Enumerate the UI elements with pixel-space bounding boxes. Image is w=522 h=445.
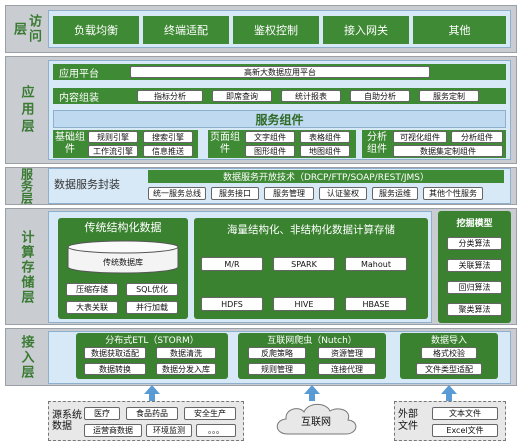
service-layer-label: 服务层 <box>19 168 34 204</box>
import-item-2: 文件类型适配 <box>416 363 482 375</box>
analysis-item-2: 分析组件 <box>451 131 503 143</box>
access-item-4: 接入网关 <box>323 16 409 44</box>
access-item-1: 负载均衡 <box>53 16 139 44</box>
page-item-1: 文字组件 <box>245 131 295 143</box>
analysis-item-1: 可视化组件 <box>393 131 447 143</box>
source-item-2: 食品药品 <box>126 407 178 420</box>
crawler-item-3: 规则管理 <box>248 363 306 375</box>
page-components-label: 页面组件 <box>210 132 240 155</box>
ds-item-2: 服务接口 <box>211 187 259 200</box>
arrow-stem-left <box>149 393 155 401</box>
traditional-db-label: 传统数据库 <box>103 257 143 267</box>
content-item-2: 即席查询 <box>212 90 272 102</box>
mining-item-3: 回归算法 <box>447 281 502 294</box>
database-cylinder-icon <box>67 240 179 274</box>
basic-item-3: 工作流引擎 <box>88 145 138 157</box>
arrow-up-right-icon <box>441 385 457 394</box>
ds-item-3: 服务管理 <box>264 187 314 200</box>
data-service-title: 数据服务封装 <box>54 178 120 191</box>
access-layer-label: 访问层 <box>11 14 41 44</box>
compute-layer-label: 计算存储层 <box>18 229 34 305</box>
source-item-3: 安全生产 <box>184 407 236 420</box>
internet-cloud-icon <box>276 403 357 435</box>
structured-item-2: SQL优化 <box>126 283 178 296</box>
import-item-1: 格式校验 <box>421 347 477 359</box>
structured-item-3: 大表关联 <box>66 301 118 314</box>
content-item-5: 服务定制 <box>419 90 479 102</box>
ingest-layer-label: 接入层 <box>18 334 34 380</box>
massive-item-1: M/R <box>201 257 263 271</box>
ds-item-1: 统一服务总线 <box>148 187 206 200</box>
etl-item-4: 数据分发入库 <box>156 363 216 375</box>
crawler-item-2: 资源管理 <box>318 347 376 359</box>
ds-item-4: 认证鉴权 <box>319 187 367 200</box>
basic-item-2: 搜索引擎 <box>143 131 193 143</box>
etl-item-2: 数据清洗 <box>156 347 216 359</box>
internet-label: 互联网 <box>301 416 331 428</box>
service-components-title: 服务组件 <box>53 110 506 128</box>
massive-item-4: HDFS <box>201 297 263 311</box>
ds-item-6: 其他个性服务 <box>423 187 483 200</box>
import-title: 数据导入 <box>430 336 467 346</box>
content-item-1: 指标分析 <box>137 90 203 102</box>
basic-item-4: 信息推送 <box>143 145 193 157</box>
analysis-components-label: 分析组件 <box>367 132 387 155</box>
mining-item-2: 关联算法 <box>447 259 502 272</box>
arrow-stem-mid <box>309 393 315 401</box>
basic-item-1: 规则引擎 <box>88 131 138 143</box>
structured-item-1: 压缩存储 <box>66 283 118 296</box>
analysis-item-3: 数据集定制组件 <box>393 145 503 157</box>
page-item-3: 图形组件 <box>245 145 295 157</box>
etl-item-3: 数据转换 <box>84 363 146 375</box>
massive-item-5: HIVE <box>273 297 335 311</box>
content-item-4: 自助分析 <box>350 90 410 102</box>
crawler-item-4: 连接代理 <box>318 363 376 375</box>
application-layer-label: 应用层 <box>18 84 34 136</box>
page-item-2: 表格组件 <box>300 131 350 143</box>
crawler-item-1: 反爬策略 <box>248 347 306 359</box>
source-item-5: 环境监测 <box>146 424 192 437</box>
file-item-2: Excel文件 <box>432 424 498 437</box>
access-item-2: 终端适配 <box>143 16 229 44</box>
source-item-6: 。。。 <box>196 424 236 437</box>
mining-item-1: 分类算法 <box>447 237 502 250</box>
structured-title: 传统结构化数据 <box>84 221 162 234</box>
file-item-1: 文本文件 <box>432 407 498 420</box>
mining-item-4: 聚类算法 <box>447 303 502 316</box>
source-item-1: 医疗 <box>84 407 120 420</box>
etl-title: 分布式ETL（STORM） <box>105 336 199 346</box>
massive-item-2: SPARK <box>273 257 335 271</box>
page-item-4: 地图组件 <box>300 145 350 157</box>
arrow-up-left-icon <box>144 385 160 394</box>
source-systems-title: 源系统数据 <box>52 410 82 432</box>
structured-item-4: 并行加载 <box>126 301 178 314</box>
etl-item-1: 数据获取适配 <box>84 347 146 359</box>
app-platform-item: 高新大数据应用平台 <box>130 66 430 78</box>
arrow-up-mid-icon <box>304 385 320 394</box>
data-service-tech-bar: 数据服务开放技术（DRCP/FTP/SOAP/REST/JMS） <box>148 170 504 183</box>
external-files-title: 外部文件 <box>398 409 418 432</box>
massive-item-6: HBASE <box>345 297 407 311</box>
basic-components-label: 基础组件 <box>55 132 85 155</box>
access-item-3: 鉴权控制 <box>233 16 319 44</box>
access-item-5: 其他 <box>413 16 506 44</box>
content-item-3: 统计报表 <box>281 90 341 102</box>
massive-title: 海量结构化、非结构化数据计算存储 <box>227 223 395 236</box>
mining-title: 挖掘模型 <box>456 218 493 229</box>
arrow-stem-right <box>446 393 452 401</box>
massive-item-3: Mahout <box>345 257 407 271</box>
crawler-title: 互联网爬虫（Nutch） <box>267 336 357 346</box>
ds-item-5: 服务运维 <box>372 187 418 200</box>
source-item-4: 运营商数据 <box>84 424 142 437</box>
